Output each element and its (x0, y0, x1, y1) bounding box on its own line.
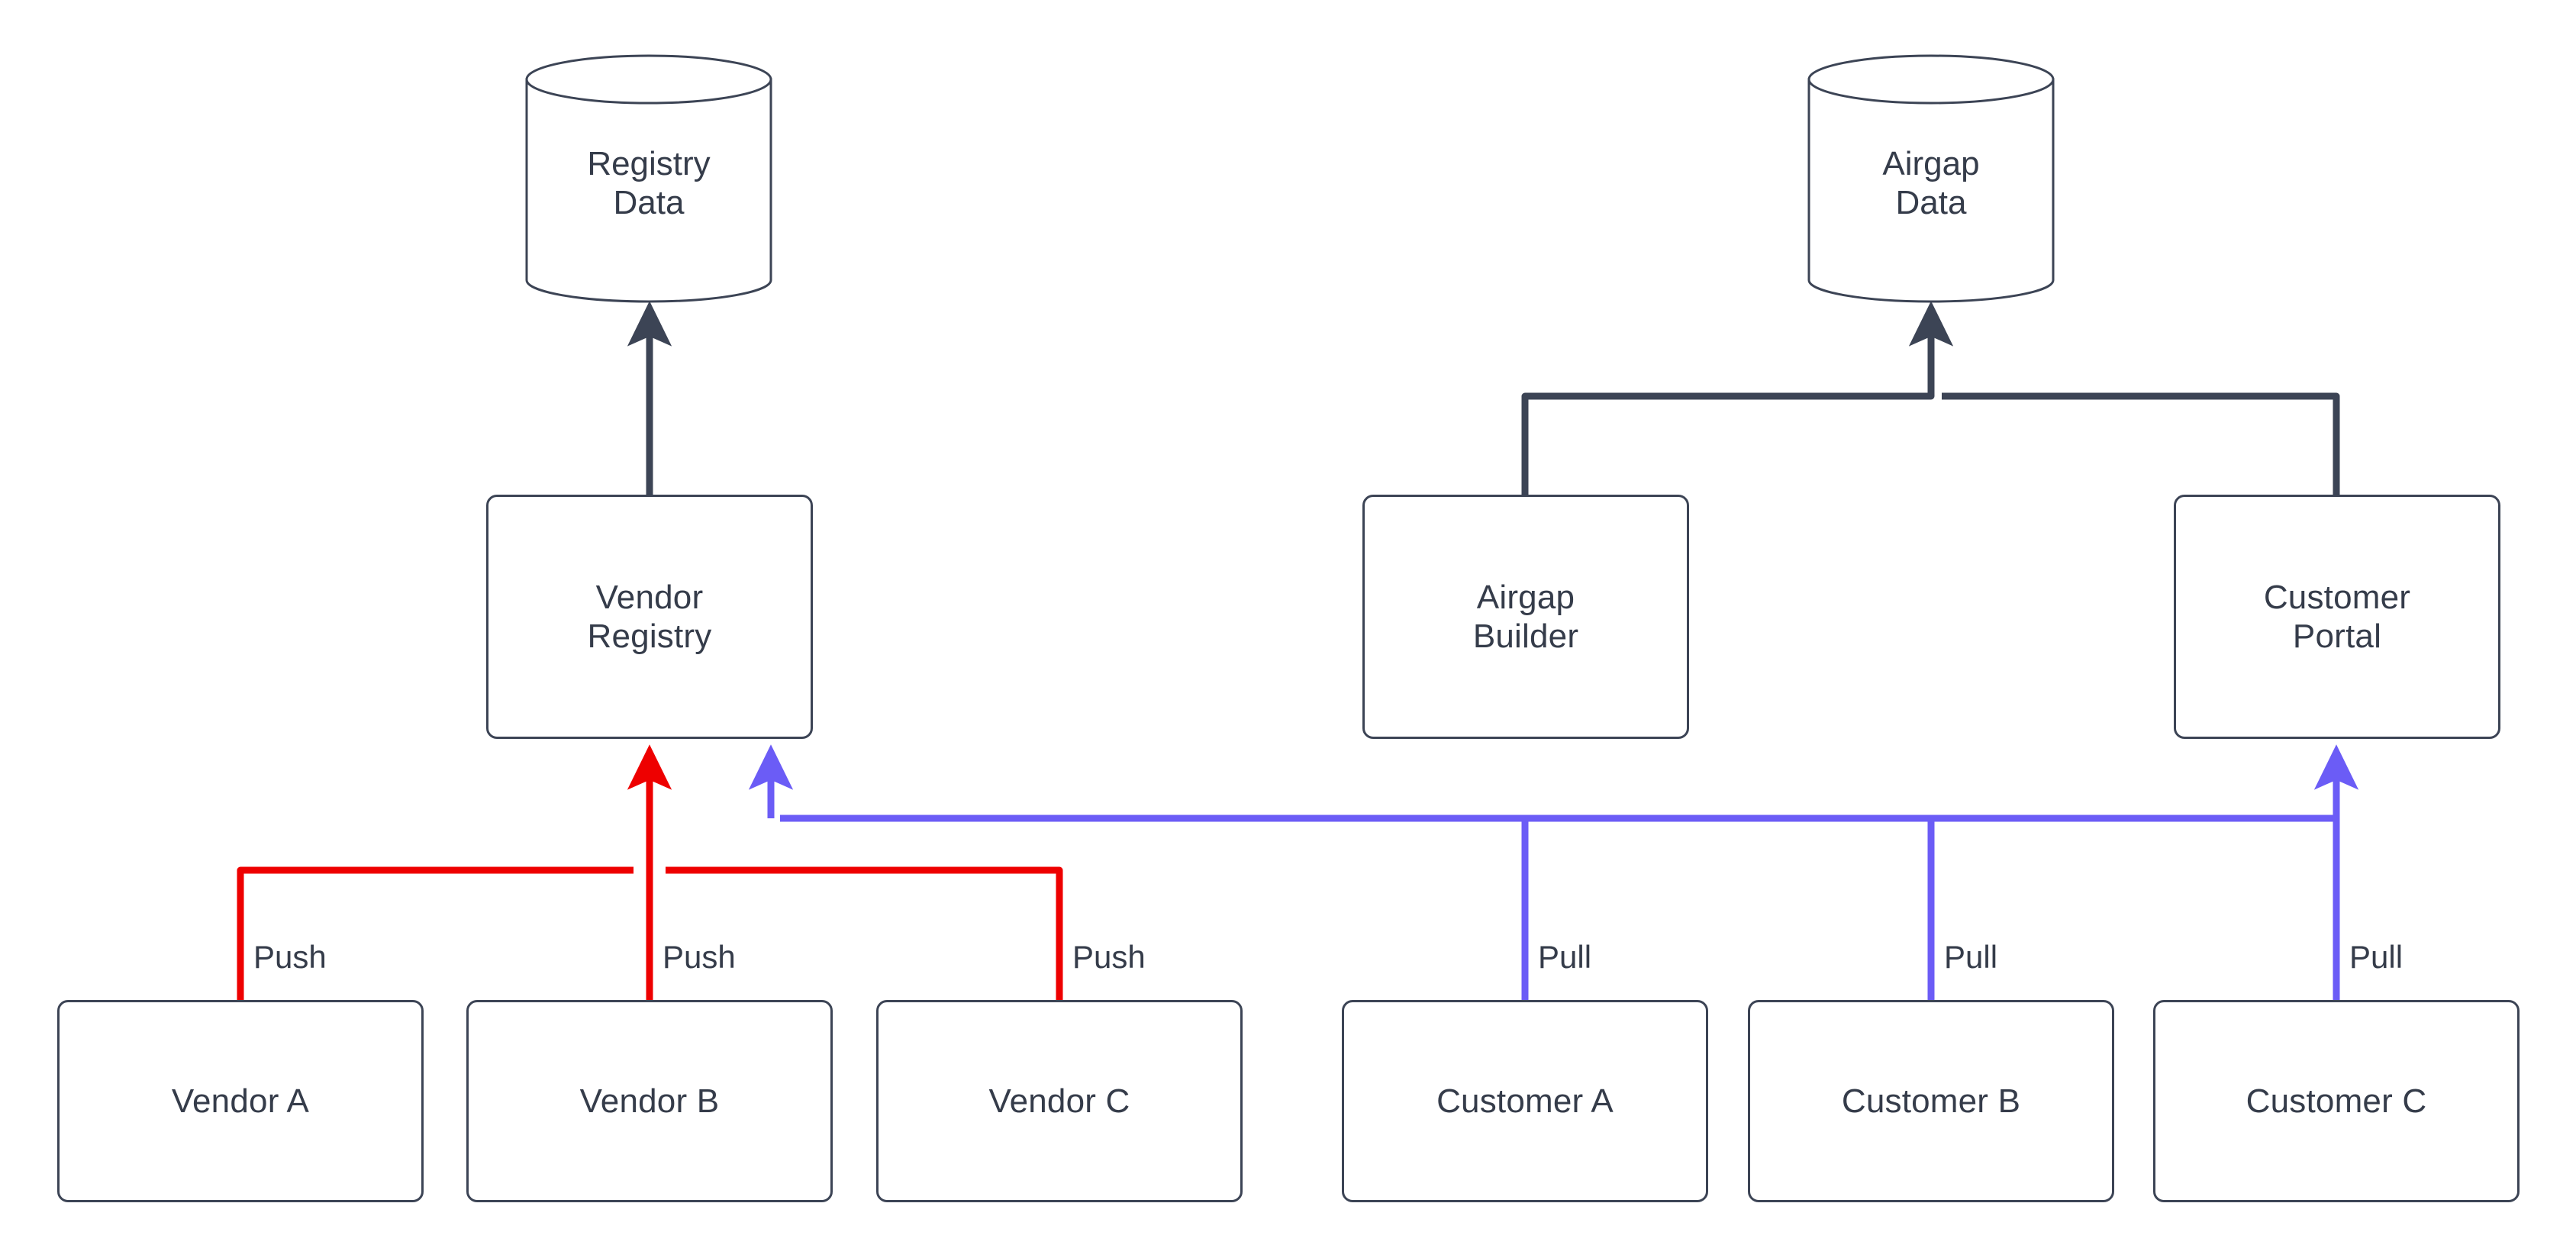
edge-label-push-vendor-b: Push (663, 939, 736, 975)
node-airgap-builder[interactable]: Airgap Builder (1362, 495, 1689, 739)
edge-label-pull-customer-c: Pull (2349, 939, 2404, 975)
registry-data-cylinder-shape (525, 54, 772, 303)
node-vendor-b[interactable]: Vendor B (466, 1000, 833, 1202)
edge-airgap-builder-to-airgap-data (1521, 392, 1920, 495)
airgap-data-cylinder-shape (1807, 54, 2055, 303)
edge-label-push-vendor-c: Push (1072, 939, 1146, 975)
node-customer-c[interactable]: Customer C (2153, 1000, 2520, 1202)
edge-customer-portal-to-airgap-data (1942, 392, 2340, 495)
node-vendor-a[interactable]: Vendor A (57, 1000, 424, 1202)
edge-label-pull-customer-a: Pull (1538, 939, 1592, 975)
node-customer-portal[interactable]: Customer Portal (2174, 495, 2500, 739)
edge-customer-a-pull-to-vendor-registry (780, 814, 1529, 1000)
node-vendor-registry[interactable]: Vendor Registry (486, 495, 813, 739)
node-customer-b[interactable]: Customer B (1748, 1000, 2114, 1202)
edge-label-pull-customer-b: Pull (1944, 939, 1998, 975)
node-customer-a[interactable]: Customer A (1342, 1000, 1708, 1202)
edge-vendor-a-push-to-vendor-registry (237, 866, 634, 1000)
node-vendor-c[interactable]: Vendor C (876, 1000, 1243, 1202)
edge-label-push-vendor-a: Push (253, 939, 327, 975)
edge-vendor-c-push-to-vendor-registry (666, 866, 1063, 1000)
